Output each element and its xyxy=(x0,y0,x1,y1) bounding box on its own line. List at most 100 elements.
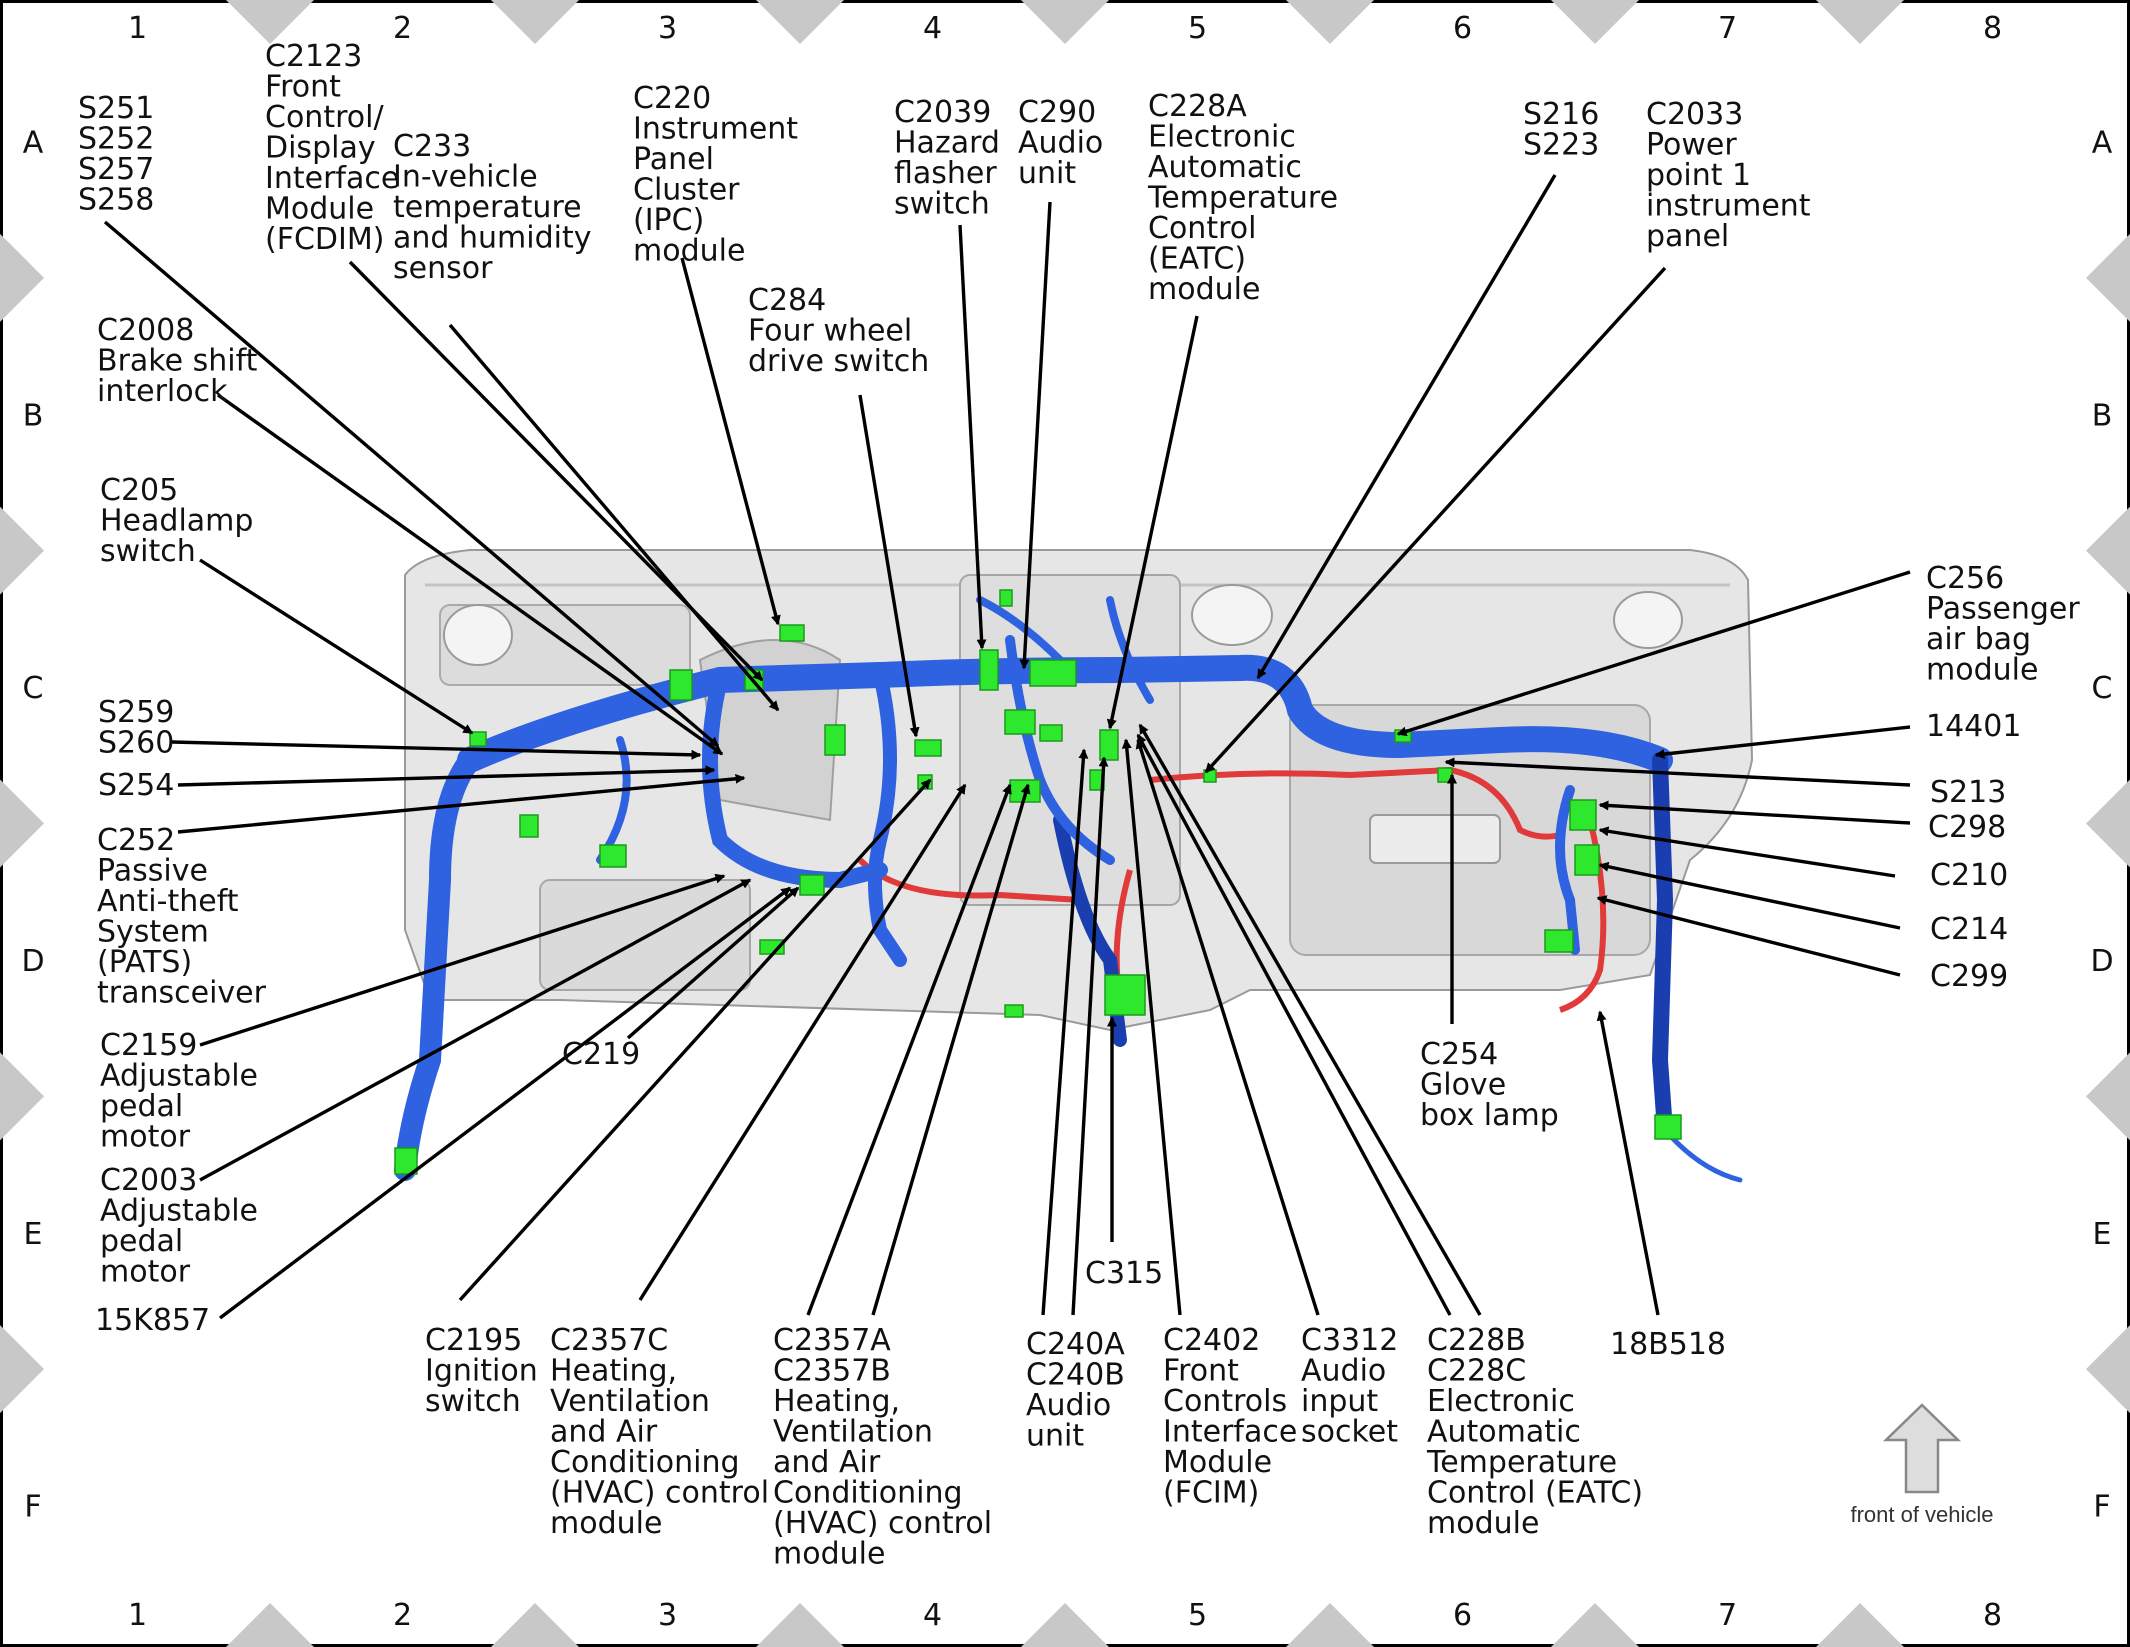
border-diamond xyxy=(2086,1052,2130,1141)
label-line: C2033 xyxy=(1646,97,1743,132)
label-line: point 1 xyxy=(1646,158,1751,193)
label-line: C299 xyxy=(1930,959,2008,994)
grid-label: 7 xyxy=(1718,1598,1737,1633)
label-line: unit xyxy=(1026,1419,1084,1454)
border-diamond xyxy=(1286,1603,1374,1647)
label-line: unit xyxy=(1018,156,1076,191)
grid-label: 3 xyxy=(658,1598,677,1633)
border-diamond xyxy=(1816,1603,1904,1647)
label-line: Panel xyxy=(633,142,714,177)
label-line: C3312 xyxy=(1301,1323,1398,1358)
border-diamond xyxy=(1021,1603,1109,1647)
border-diamond xyxy=(756,0,844,44)
label-line: module xyxy=(1427,1506,1539,1541)
border-diamond xyxy=(0,779,44,868)
border-diamond xyxy=(0,506,44,595)
label-line: C2123 xyxy=(265,39,362,74)
label-c219: C219 xyxy=(562,1037,640,1072)
label-line: Cluster xyxy=(633,173,740,208)
label-line: S254 xyxy=(98,768,174,803)
label-line: (PATS) xyxy=(97,945,192,980)
label-line: C2003 xyxy=(100,1163,197,1198)
front-of-vehicle-indicator: front of vehicle xyxy=(1850,1403,1994,1527)
label-line: 18B518 xyxy=(1610,1327,1726,1362)
grid-label: 5 xyxy=(1188,1598,1207,1633)
border-diamond xyxy=(1551,0,1639,44)
label-line: Ventilation xyxy=(773,1415,933,1450)
border-diamond xyxy=(491,1603,579,1647)
grid-label: A xyxy=(23,125,44,160)
label-line: Instrument xyxy=(633,112,798,147)
border-diamond xyxy=(226,0,314,44)
label-line: air bag xyxy=(1926,622,2031,657)
label-line: C228B xyxy=(1427,1323,1526,1358)
label-line: switch xyxy=(894,187,990,222)
grid-label: C xyxy=(2092,671,2113,706)
label-line: S251 xyxy=(78,91,154,126)
label-line: temperature xyxy=(393,190,582,225)
label-line: instrument xyxy=(1646,189,1811,224)
label-line: C256 xyxy=(1926,561,2004,596)
label-c214: C214 xyxy=(1930,912,2008,947)
label-line: (IPC) xyxy=(633,203,704,238)
label-line: S252 xyxy=(78,122,154,157)
label-line: Temperature xyxy=(1147,181,1338,216)
label-line: Adjustable xyxy=(100,1194,258,1229)
label-line: Headlamp xyxy=(100,504,253,539)
label-line: C284 xyxy=(748,283,826,318)
label-line: Brake shift xyxy=(97,344,258,379)
grid-label: F xyxy=(2093,1490,2110,1525)
grid-label: 2 xyxy=(393,1598,412,1633)
label-line: C219 xyxy=(562,1037,640,1072)
label-line: socket xyxy=(1301,1415,1398,1450)
label-line: C254 xyxy=(1420,1037,1498,1072)
label-line: Interface xyxy=(265,161,399,196)
label-line: C2357C xyxy=(550,1323,668,1358)
grid-label: 5 xyxy=(1188,11,1207,46)
label-line: Audio xyxy=(1026,1388,1111,1423)
grid-label: 4 xyxy=(923,1598,942,1633)
grid-label: E xyxy=(24,1217,43,1252)
label-line: Front xyxy=(1163,1354,1239,1389)
label-s254: S254 xyxy=(98,768,174,803)
label-line: panel xyxy=(1646,219,1729,254)
label-line: Controls xyxy=(1163,1384,1287,1419)
label-line: C228A xyxy=(1148,89,1247,124)
label-line: S260 xyxy=(98,726,174,761)
label-line: Conditioning xyxy=(773,1476,963,1511)
up-arrow-icon xyxy=(1882,1403,1962,1494)
label-15k857: 15K857 xyxy=(95,1303,210,1338)
border-diamond xyxy=(226,1603,314,1647)
grid-label: D xyxy=(2090,944,2113,979)
label-line: Passenger xyxy=(1926,592,2080,627)
label-line: Control/ xyxy=(265,100,384,135)
label-line: C214 xyxy=(1930,912,2008,947)
label-line: C2357B xyxy=(773,1354,891,1389)
label-line: Conditioning xyxy=(550,1445,740,1480)
label-line: input xyxy=(1301,1384,1378,1419)
label-line: and Air xyxy=(550,1415,658,1450)
label-line: Temperature xyxy=(1426,1445,1617,1480)
label-line: C210 xyxy=(1930,858,2008,893)
label-line: C290 xyxy=(1018,95,1096,130)
label-line: Ignition xyxy=(425,1354,538,1389)
border-diamond xyxy=(2086,1325,2130,1414)
label-line: flasher xyxy=(894,156,997,191)
grid-label: 3 xyxy=(658,11,677,46)
label-line: Ventilation xyxy=(550,1384,710,1419)
label-14401: 14401 xyxy=(1926,709,2021,744)
